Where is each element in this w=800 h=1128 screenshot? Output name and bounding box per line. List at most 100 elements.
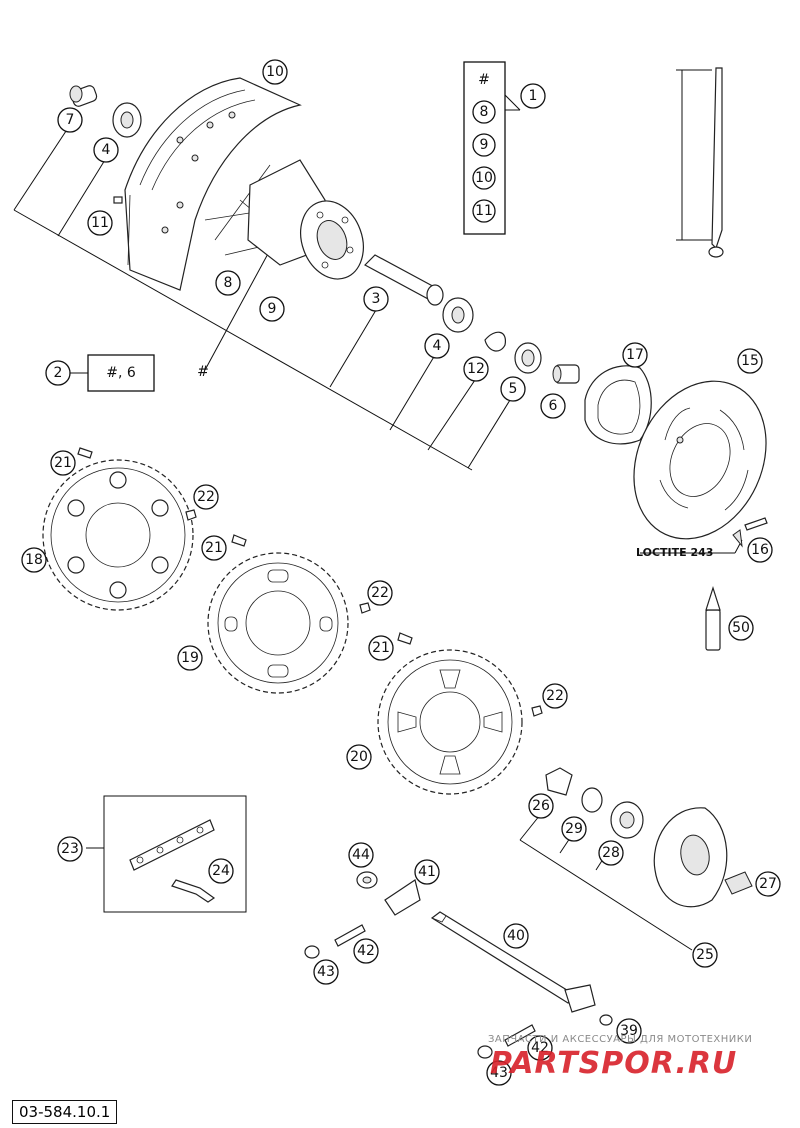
- watermark-brand: PARTSPOR.RU: [490, 1046, 738, 1081]
- bearing-4-part: [112, 102, 142, 138]
- svg-text:41: 41: [418, 864, 436, 880]
- svg-text:4: 4: [102, 142, 111, 158]
- callout-10: 10: [262, 59, 288, 85]
- callout-43: 43: [486, 1060, 512, 1086]
- hash-pointer-label: #: [197, 364, 209, 380]
- callout-4: 4: [93, 137, 119, 163]
- svg-text:50: 50: [732, 620, 750, 636]
- chain-adjuster-part: [356, 871, 421, 916]
- gasket-part: [584, 365, 652, 445]
- callout-41: 41: [414, 859, 440, 885]
- svg-text:22: 22: [371, 585, 389, 601]
- seal-part: [514, 342, 542, 374]
- axle-part: [430, 911, 596, 1013]
- callout-15: 15: [737, 348, 763, 374]
- svg-text:42: 42: [531, 1040, 549, 1056]
- svg-text:8: 8: [224, 275, 233, 291]
- callout-39: 39: [616, 1018, 642, 1044]
- sprocket-carrier-part: [545, 767, 753, 908]
- callout-43: 43: [313, 959, 339, 985]
- callout-2: 2: [45, 360, 71, 386]
- group-2-box: #, 6: [70, 354, 155, 392]
- svg-text:28: 28: [602, 845, 620, 861]
- callout-16: 16: [747, 537, 773, 563]
- sprocket-fasteners: [77, 447, 543, 717]
- sprocket-18-part: [42, 459, 194, 611]
- callout-26: 26: [528, 793, 554, 819]
- svg-text:26: 26: [532, 798, 550, 814]
- callout-7: 7: [57, 107, 83, 133]
- callout-29: 29: [561, 816, 587, 842]
- svg-text:25: 25: [696, 947, 714, 963]
- callout-20: 20: [346, 744, 372, 770]
- svg-text:24: 24: [212, 863, 230, 879]
- svg-text:10: 10: [266, 64, 284, 80]
- callout-21: 21: [368, 635, 394, 661]
- svg-text:2: 2: [54, 365, 63, 381]
- callout-40: 40: [503, 923, 529, 949]
- callout-1: 1: [520, 83, 546, 109]
- callout-22: 22: [542, 683, 568, 709]
- svg-text:18: 18: [25, 552, 43, 568]
- svg-text:3: 3: [372, 291, 381, 307]
- svg-text:16: 16: [751, 542, 769, 558]
- svg-text:29: 29: [565, 821, 583, 837]
- rim-part: [124, 77, 302, 291]
- callout-12: 12: [463, 356, 489, 382]
- loctite-tube-part: [705, 586, 721, 651]
- callout-50: 50: [728, 615, 754, 641]
- kit-item-label: 11: [475, 203, 493, 219]
- document-number: 03-584.10.1: [12, 1100, 118, 1124]
- bearing-4b-part: [442, 297, 474, 333]
- svg-text:12: 12: [467, 361, 485, 377]
- svg-text:23: 23: [61, 841, 79, 857]
- sprocket-20-part: [377, 649, 523, 795]
- spacer-6-part: [552, 364, 580, 384]
- svg-text:5: 5: [509, 381, 518, 397]
- svg-text:1: 1: [529, 88, 538, 104]
- callouts: 1 2 3 4 4 5 6 7 8 9 10 11 12 15 16 17 18…: [21, 59, 781, 1086]
- callout-5: 5: [500, 376, 526, 402]
- watermark-tagline: ЗАПЧАСТИ И АКСЕССУАРЫ ДЛЯ МОТОТЕХНИКИ: [488, 1034, 753, 1045]
- callout-9: 9: [259, 296, 285, 322]
- callout-42: 42: [527, 1035, 553, 1061]
- svg-text:44: 44: [352, 847, 370, 863]
- svg-text:4: 4: [433, 338, 442, 354]
- kit-item-label: 9: [480, 137, 489, 153]
- brake-disc-part: [633, 380, 767, 540]
- kit-hash-label: #: [478, 72, 490, 88]
- svg-text:20: 20: [350, 749, 368, 765]
- svg-text:42: 42: [357, 943, 375, 959]
- callout-4: 4: [424, 333, 450, 359]
- callout-3: 3: [363, 286, 389, 312]
- callout-42: 42: [353, 938, 379, 964]
- svg-text:6: 6: [549, 398, 558, 414]
- callout-27: 27: [755, 871, 781, 897]
- callout-8: 8: [215, 270, 241, 296]
- callout-11: 11: [87, 210, 113, 236]
- svg-text:21: 21: [205, 540, 223, 556]
- svg-text:40: 40: [507, 928, 525, 944]
- callout-25: 25: [692, 942, 718, 968]
- bushing-7-part: [69, 85, 98, 107]
- group-2-content: #, 6: [106, 365, 136, 381]
- svg-text:43: 43: [490, 1065, 508, 1081]
- kit-box: # 8 9 10 11: [463, 61, 506, 235]
- svg-text:9: 9: [268, 301, 277, 317]
- svg-text:22: 22: [546, 688, 564, 704]
- svg-text:15: 15: [741, 353, 759, 369]
- adjuster-bolts-part: [304, 924, 613, 1059]
- nipple-11-part: [113, 196, 123, 204]
- callout-19: 19: [177, 645, 203, 671]
- callout-17: 17: [622, 342, 648, 368]
- spoke-drawing: [708, 67, 724, 258]
- kit-item-label: 8: [480, 104, 489, 120]
- callout-23: 23: [57, 836, 83, 862]
- leader-lines: [13, 69, 743, 951]
- callout-44: 44: [348, 842, 374, 868]
- svg-text:21: 21: [372, 640, 390, 656]
- callout-28: 28: [598, 840, 624, 866]
- svg-text:39: 39: [620, 1023, 638, 1039]
- svg-text:21: 21: [54, 455, 72, 471]
